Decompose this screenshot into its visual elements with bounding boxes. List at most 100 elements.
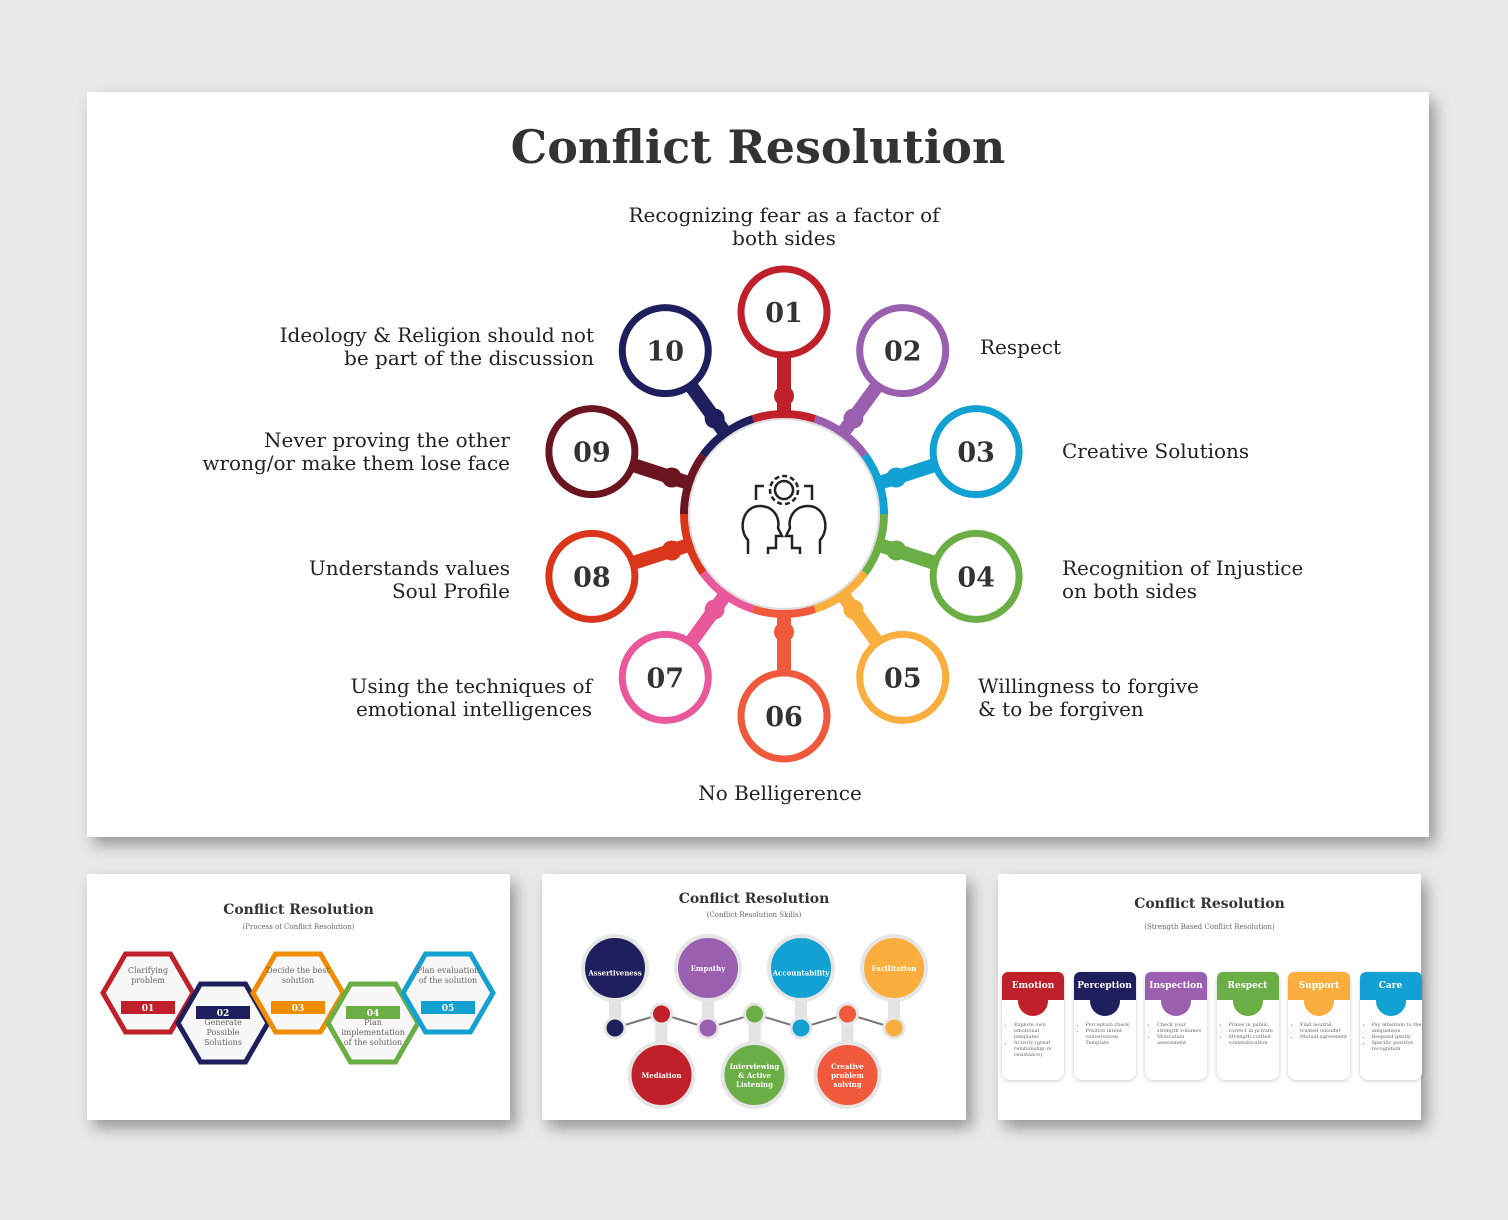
skill-6: Facilitation [860, 934, 928, 1040]
thumbnail-strength[interactable]: Conflict Resolution (Strength Based Conf… [998, 874, 1422, 1120]
node-number: 06 [765, 702, 803, 733]
step-text: Clarifying [128, 966, 168, 975]
connector-joint [843, 599, 864, 620]
strength-card: InspectionCheck your strength volumesMot… [1145, 972, 1207, 1080]
card-header: Inspection [1145, 972, 1207, 1000]
heads-with-gear-icon [741, 474, 827, 554]
card-list: Perception checkPositive intent conversa… [1074, 1022, 1136, 1046]
thumb-title: Conflict Resolution [678, 891, 830, 907]
node-number: 04 [957, 562, 995, 593]
skill-label: Listening [736, 1080, 773, 1089]
step-number: 03 [292, 1004, 305, 1014]
node-circle [618, 630, 712, 724]
node-circle [545, 529, 639, 623]
card-list: Pay attention to the uniquenessRespond g… [1360, 1022, 1422, 1052]
skill-label: Mediation [642, 1071, 682, 1080]
connector-joint [661, 540, 682, 561]
node-circle [737, 669, 831, 763]
node-10: 10 [618, 304, 712, 398]
card-item: Perception check [1086, 1022, 1136, 1028]
node-01: 01 [737, 265, 831, 359]
strength-card: PerceptionPerception checkPositive inten… [1073, 972, 1136, 1080]
thumbnail-process[interactable]: Conflict Resolution (Process of Conflict… [87, 874, 510, 1120]
node-number: 08 [573, 562, 611, 593]
card-item: Explore own emotional templates [1014, 1022, 1064, 1040]
thumbnail-skills[interactable]: Conflict Resolution (Conflict Resolution… [542, 874, 966, 1120]
card-item: Strength crafted communication [1229, 1034, 1279, 1046]
skill-icon [882, 1016, 906, 1040]
skill-2: Empathy [674, 934, 742, 1040]
node-label-06: No Belligerence [698, 781, 862, 805]
card-header: Perception [1073, 972, 1136, 1000]
connector-joint [774, 622, 794, 642]
strength-card: EmotionExplore own emotional templatesAc… [1002, 972, 1064, 1080]
ring-segment [680, 452, 707, 515]
card-item: Respond gently [1372, 1034, 1422, 1040]
skill-label: solving [834, 1080, 862, 1089]
card-item: Motivation assessment [1157, 1034, 1207, 1046]
node-label-05: Willingness to forgive& to be forgiven [978, 674, 1199, 721]
card-cap [1375, 1000, 1406, 1016]
step-text: Generate [204, 1018, 242, 1027]
thumb-subtitle: (Process of Conflict Resolution) [242, 923, 355, 931]
step-text: solution [282, 976, 314, 985]
step-text: problem [131, 976, 165, 985]
card-header: Emotion [1002, 972, 1064, 1000]
card-header: Care [1359, 972, 1422, 1000]
ring-segment [861, 513, 888, 576]
node-02: 02 [856, 304, 950, 398]
step-badge [346, 1006, 400, 1019]
card-item: Mutual agreement [1300, 1034, 1350, 1040]
skill-circle [720, 1041, 789, 1109]
node-number: 10 [646, 337, 684, 368]
hexagon [325, 981, 421, 1065]
step-text: Solutions [204, 1038, 242, 1047]
step-text: Decide the best [266, 966, 330, 975]
ring-segment [751, 605, 817, 618]
thumb-subtitle: (Conflict Resolution Skills) [706, 911, 802, 919]
skill-icon [789, 1016, 813, 1040]
skill-icon [603, 1016, 627, 1040]
skill-label: Assertiveness [587, 969, 641, 978]
skill-circle [627, 1041, 696, 1109]
card-cap [1161, 1000, 1191, 1016]
step-badge [196, 1006, 250, 1019]
card-list: Praise in public, correct in privateStre… [1217, 1022, 1279, 1046]
ring-segment [699, 415, 755, 458]
card-item: Activity (great relationship vs resistan… [1014, 1040, 1064, 1058]
skill-icon [650, 1002, 673, 1026]
node-circle [856, 630, 950, 724]
step-number: 02 [217, 1009, 230, 1019]
step-text: of the solution [419, 976, 477, 985]
ring-segment [751, 410, 817, 423]
step-number: 01 [142, 1004, 155, 1014]
node-circle [929, 529, 1023, 623]
step-number: 04 [367, 1009, 380, 1019]
node-number: 02 [884, 337, 922, 368]
node-05: 05 [856, 630, 950, 724]
node-number: 01 [765, 298, 803, 329]
node-03: 03 [929, 405, 1023, 499]
step-number: 05 [442, 1004, 455, 1014]
node-circle [856, 304, 950, 398]
skill-circle [813, 1041, 882, 1109]
strength-card: CarePay attention to the uniquenessRespo… [1359, 972, 1422, 1080]
slide-title: Conflict Resolution [510, 120, 1006, 174]
skill-label: Accountability [772, 969, 831, 978]
card-list: Find neutral, trusted outsiderMutual agr… [1288, 1022, 1350, 1040]
card-list: Explore own emotional templatesActivity … [1002, 1022, 1064, 1058]
step-text: of the solution [344, 1038, 402, 1047]
connector-joint [774, 386, 794, 406]
step-badge [271, 1001, 325, 1014]
